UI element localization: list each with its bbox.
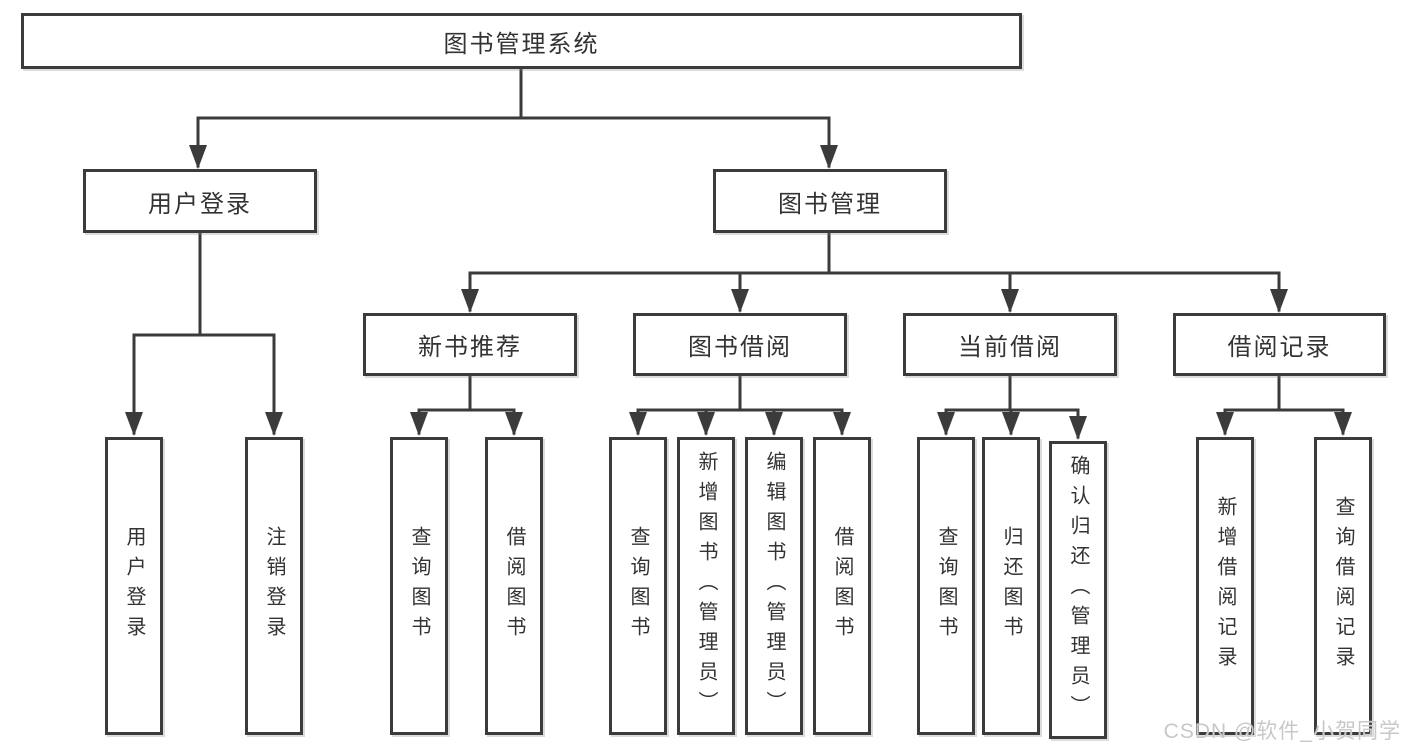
node-label: 图书管理系统 [443, 30, 600, 58]
node-label: 新增图书（管理员） [695, 451, 717, 721]
leaf-return-books: 归还图书 [982, 437, 1040, 735]
node-book-management: 图书管理 [713, 169, 947, 233]
node-borrow-records: 借阅记录 [1173, 313, 1386, 376]
leaf-borrow-books-recommend: 借阅图书 [485, 437, 543, 735]
leaf-query-books-current: 查询图书 [917, 437, 975, 735]
node-label: 查询图书 [408, 526, 430, 646]
node-library-management-system: 图书管理系统 [21, 13, 1022, 69]
node-label: 借阅图书 [503, 526, 525, 646]
node-current-borrow: 当前借阅 [903, 313, 1117, 376]
leaf-edit-books-admin: 编辑图书（管理员） [745, 437, 803, 735]
leaf-user-login: 用户登录 [105, 437, 163, 735]
node-label: 借阅图书 [831, 526, 853, 646]
node-label: 编辑图书（管理员） [763, 451, 785, 721]
node-user-login: 用户登录 [83, 169, 317, 233]
node-label: 注销登录 [263, 526, 285, 646]
leaf-query-borrow-record: 查询借阅记录 [1314, 437, 1372, 735]
node-label: 新书推荐 [418, 334, 522, 361]
leaf-logout: 注销登录 [245, 437, 303, 735]
node-label: 查询图书 [627, 526, 649, 646]
node-label: 图书借阅 [688, 334, 792, 361]
node-label: 确认归还（管理员） [1067, 455, 1089, 725]
node-book-borrow: 图书借阅 [633, 313, 847, 376]
node-label: 用户登录 [123, 526, 145, 646]
csdn-watermark: CSDN @软件_小贺同学 [1163, 720, 1401, 743]
node-label: 查询借阅记录 [1332, 496, 1354, 676]
node-label: 归还图书 [1000, 526, 1022, 646]
node-label: 查询图书 [935, 526, 957, 646]
leaf-confirm-return-admin: 确认归还（管理员） [1049, 441, 1107, 739]
node-label: 当前借阅 [958, 334, 1062, 361]
node-label: 新增借阅记录 [1214, 496, 1236, 676]
node-label: 用户登录 [148, 190, 252, 218]
leaf-borrow-books: 借阅图书 [813, 437, 871, 735]
node-label: 借阅记录 [1227, 334, 1332, 361]
node-new-book-recommend: 新书推荐 [363, 313, 577, 376]
leaf-add-books-admin: 新增图书（管理员） [677, 437, 735, 735]
leaf-add-borrow-record: 新增借阅记录 [1196, 437, 1254, 735]
node-label: 图书管理 [778, 190, 882, 218]
leaf-query-books-recommend: 查询图书 [390, 437, 448, 735]
leaf-query-books: 查询图书 [609, 437, 667, 735]
